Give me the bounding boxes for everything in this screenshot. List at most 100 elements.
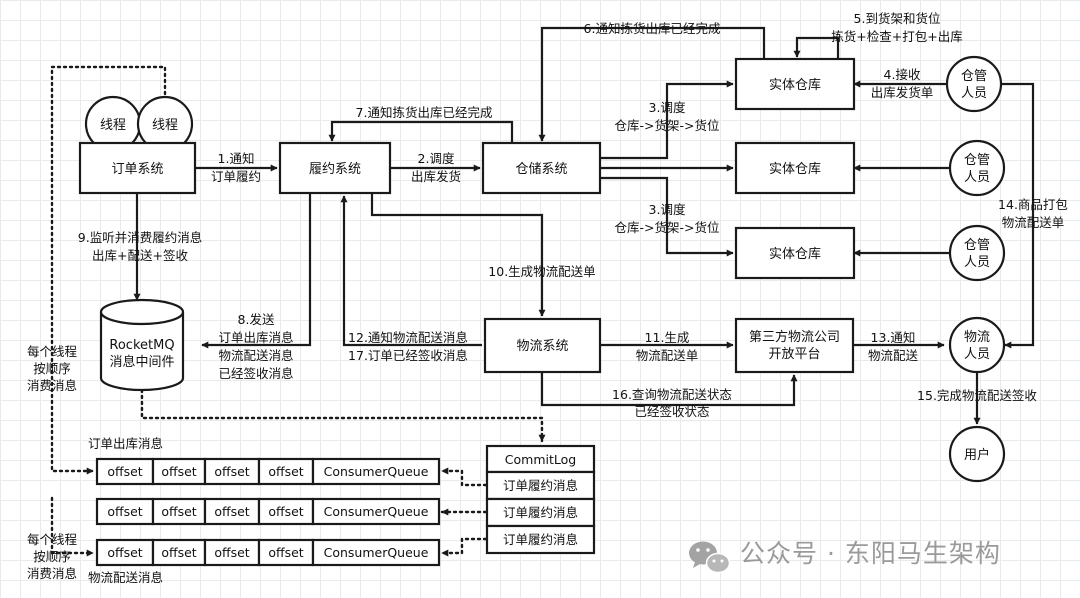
warehouse-3-label: 实体仓库 [769,246,821,262]
offset-label: offset [214,545,249,560]
thread-a-node: 线程 [84,95,142,153]
thread-note-top-line-3: 消费消息 [27,378,77,393]
edge-thread-top [50,65,167,475]
label-12: 12.通知物流配送消息 [348,330,468,345]
label-11-line-2: 物流配送单 [636,348,699,363]
label-3b-line-2: 仓库->货架->货位 [615,220,720,235]
third-party-node: 第三方物流公司 开放平台 [734,317,855,374]
edge-14 [1001,82,1035,349]
queue-caption-top: 订单出库消息 [88,436,163,451]
offset-label: offset [268,504,303,519]
edge-6 [538,26,766,142]
queue-1-cell-2 [151,457,207,486]
rocketmq-line-1: RocketMQ [109,338,174,353]
logistics-system-label: 物流系统 [516,339,568,354]
label-9-line-1: 9.监听并消费履约消息 [78,230,202,245]
offset-label: offset [161,545,196,560]
watermark: 公众号 · 东阳马生架构 [689,539,1001,574]
label-10: 10.生成物流配送单 [488,264,595,279]
commitlog-stack: CommitLog 订单履约消息 订单履约消息 订单履约消息 [485,444,596,555]
commitlog-msg-2: 订单履约消息 [503,505,578,520]
keeper-2-line-1: 仓管 [964,153,990,168]
queue-1-cell-5 [311,457,441,486]
consumer-queue-label: ConsumerQueue [324,545,429,560]
offset-label: offset [214,464,249,479]
fulfill-system-label: 履约系统 [309,162,361,177]
edge-thread-bottom [50,496,95,557]
warehouse-2-node: 实体仓库 [734,141,856,195]
label-14-line-2: 物流配送单 [1002,215,1065,230]
label-16-line-2: 已经签收状态 [634,404,709,419]
label-11-line-1: 11.生成 [645,330,690,345]
keeper-3-node: 仓管 人员 [948,224,1006,282]
edge-cq-3 [440,537,488,557]
commitlog-msg-3: 订单履约消息 [503,532,578,547]
courier-line-1: 物流 [964,330,990,345]
queue-caption-bottom: 物流配送消息 [88,570,163,585]
warehouse-1-label: 实体仓库 [769,77,821,93]
queue-1-cell-3 [203,457,261,486]
third-party-line-2: 开放平台 [768,347,820,362]
label-5-line-2: 拣货+检查+打包+出库 [831,29,962,44]
thread-a-label: 线程 [100,118,126,133]
label-15: 15.完成物流配送签收 [917,388,1037,403]
offset-label: offset [214,504,249,519]
label-9-line-2: 出库+配送+签收 [92,248,188,263]
edge-cq-1 [440,467,488,487]
commitlog-label: CommitLog [505,452,576,467]
label-16-line-1: 16.查询物流配送状态 [612,387,732,402]
thread-b-label: 线程 [152,118,178,133]
label-1-line-1: 1.通知 [218,151,255,166]
label-2-line-1: 2.调度 [418,151,455,166]
edge-10 [370,193,546,317]
label-4-line-1: 4.接收 [884,67,921,82]
thread-note-top-line-1: 每个线程 [27,344,78,359]
edge-mq-commitlog [140,388,546,443]
wms-system-label: 仓储系统 [515,162,567,177]
queue-3-cell-5 [311,538,441,567]
offset-label: offset [107,545,142,560]
queue-2-cell-5 [311,497,441,526]
label-13-line-2: 物流配送 [868,348,919,363]
keeper-2-line-2: 人员 [964,170,990,185]
edge-labels: 1.通知 订单履约 2.调度 出库发货 7.通知拣货出库已经完成 6.通知拣货出… [27,11,1068,585]
queue-2-cell-2 [151,497,207,526]
thread-note-top-line-2: 按顺序 [33,361,71,376]
offset-label: offset [268,545,303,560]
queue-3-cell-1 [95,538,155,567]
label-1-line-2: 订单履约 [211,169,261,184]
label-5-line-1: 5.到货架和货位 [854,11,941,26]
queue-2-cell-3 [203,497,261,526]
queue-1-cell-1 [95,457,155,486]
edge-7 [328,120,514,143]
order-system-node: 订单系统 [78,141,197,195]
order-system-label: 订单系统 [111,162,163,177]
edge-16 [540,372,798,407]
label-14-line-1: 14.商品打包 [998,197,1068,212]
thread-note-bottom-line-2: 按顺序 [33,549,71,564]
keeper-1-line-1: 仓管 [961,69,987,84]
keeper-1-node: 仓管 人员 [945,55,1003,113]
keeper-3-line-1: 仓管 [964,238,990,253]
label-13-line-1: 13.通知 [871,330,916,345]
label-2-line-2: 出库发货 [411,169,461,184]
commitlog-msg-1: 订单履约消息 [503,478,578,493]
edge-12-17 [340,195,482,347]
fulfill-system-node: 履约系统 [278,141,392,195]
consumer-queue-label: ConsumerQueue [324,464,429,479]
rocketmq-line-2: 消息中间件 [109,354,174,370]
thread-note-bottom-line-3: 消费消息 [27,566,77,581]
offset-label: offset [161,464,196,479]
label-6: 6.通知拣货出库已经完成 [584,21,721,36]
thread-note-bottom-line-1: 每个线程 [27,532,78,547]
keeper-3-line-2: 人员 [964,255,990,270]
label-7: 7.通知拣货出库已经完成 [356,105,493,120]
label-17: 17.订单已经签收消息 [348,348,468,363]
offset-label: offset [268,464,303,479]
edge-8 [201,193,312,349]
warehouse-2-label: 实体仓库 [769,161,821,177]
watermark-text: 公众号 · 东阳马生架构 [740,539,1001,568]
logistics-system-node: 物流系统 [483,317,602,374]
label-8-line-3: 物流配送消息 [218,348,293,363]
